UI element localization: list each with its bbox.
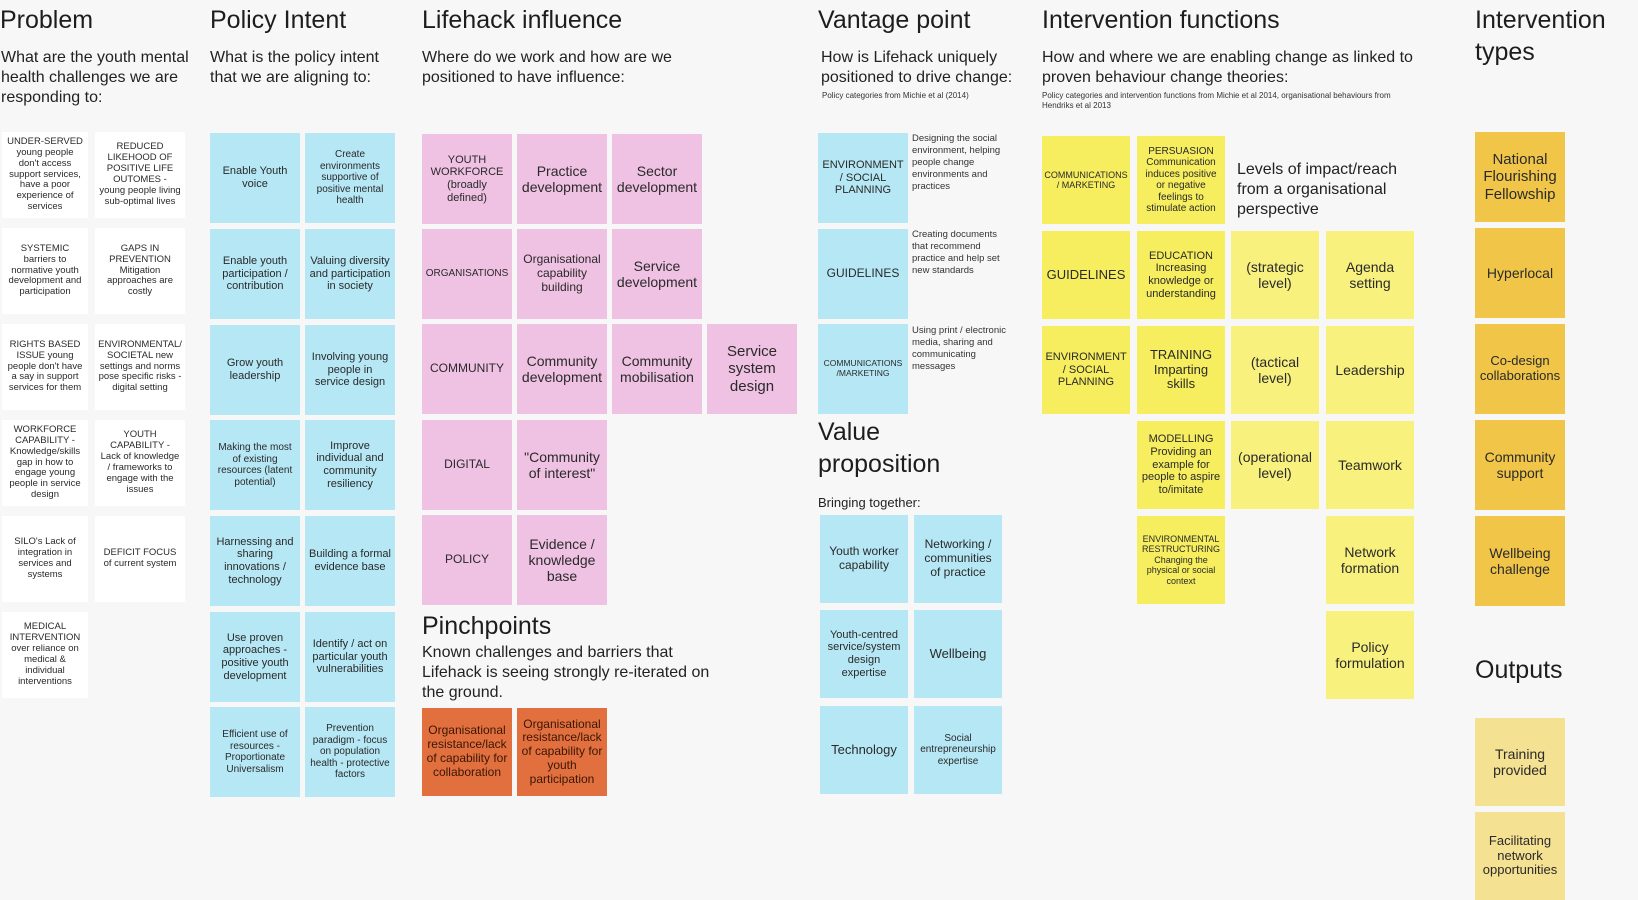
pinchpoint-note[interactable]: Organisational resistance/lack of capabi… — [517, 708, 607, 796]
type-note[interactable]: Hyperlocal — [1475, 228, 1565, 318]
function-note[interactable]: (strategic level) — [1231, 231, 1319, 319]
policy-note[interactable]: Enable Youth voice — [210, 133, 300, 223]
influence-note[interactable]: Community mobilisation — [612, 324, 702, 414]
problem-note[interactable]: RIGHTS BASED ISSUE young people don't ha… — [2, 324, 88, 410]
problem-note[interactable]: DEFICIT FOCUS of current system — [95, 516, 185, 602]
problem-note[interactable]: YOUTH CAPABILITY - Lack of knowledge / f… — [95, 420, 185, 506]
problem-title: Problem — [0, 6, 94, 34]
function-note[interactable]: (operational level) — [1231, 421, 1319, 509]
problem-note[interactable]: REDUCED LIKEHOOD OF POSITIVE LIFE OUTOME… — [95, 132, 185, 218]
problem-note[interactable]: UNDER-SERVED young people don't access s… — [2, 132, 88, 218]
influence-note[interactable]: COMMUNITY — [422, 324, 512, 414]
function-note[interactable]: Policy formulation — [1326, 611, 1414, 699]
problem-note[interactable]: GAPS IN PREVENTION Mitigation approaches… — [95, 228, 185, 314]
problem-note[interactable]: SYSTEMIC barriers to normative youth dev… — [2, 228, 88, 314]
influence-note[interactable]: Organisational capability building — [517, 229, 607, 319]
vantage-description: Creating documents that recommend practi… — [912, 229, 1000, 276]
policy-note[interactable]: Involving young people in service design — [305, 325, 395, 415]
type-note[interactable]: National Flourishing Fellowship — [1475, 132, 1565, 222]
pinchpoints-subtitle: Known challenges and barriers that Lifeh… — [422, 644, 710, 701]
output-note[interactable]: Facilitating network opportunities — [1475, 812, 1565, 900]
influence-note[interactable]: POLICY — [422, 515, 512, 605]
policy-note[interactable]: Identify / act on particular youth vulne… — [305, 612, 395, 702]
function-note[interactable]: PERSUASION Communication induces positiv… — [1137, 136, 1225, 224]
value-note[interactable]: Wellbeing — [914, 610, 1002, 698]
influence-note[interactable]: Service development — [612, 229, 702, 319]
policy-subtitle: What is the policy intent that we are al… — [210, 49, 379, 86]
function-note[interactable]: COMMUNICATIONS / MARKETING — [1042, 136, 1130, 224]
influence-note[interactable]: "Community of interest" — [517, 420, 607, 510]
policy-note[interactable]: Valuing diversity and participation in s… — [305, 229, 395, 319]
vantage-title: Vantage point — [818, 6, 971, 34]
function-note[interactable]: (tactical level) — [1231, 326, 1319, 414]
problem-note[interactable]: WORKFORCE CAPABILITY - Knowledge/skills … — [2, 420, 88, 506]
problem-subtitle: What are the youth mental health challen… — [1, 49, 189, 106]
type-note[interactable]: Community support — [1475, 420, 1565, 510]
influence-subtitle: Where do we work and how are we position… — [422, 49, 672, 86]
function-note[interactable]: MODELLING Providing an example for peopl… — [1137, 421, 1225, 509]
problem-note[interactable]: ENVIRONMENTAL/ SOCIETAL new settings and… — [95, 324, 185, 410]
problem-note[interactable]: SILO's Lack of integration in services a… — [2, 516, 88, 602]
policy-note[interactable]: Making the most of existing resources (l… — [210, 420, 300, 510]
function-note[interactable]: Teamwork — [1326, 421, 1414, 509]
policy-note[interactable]: Efficient use of resources - Proportiona… — [210, 707, 300, 797]
influence-note[interactable]: ORGANISATIONS — [422, 229, 512, 319]
functions-subtitle: How and where we are enabling change as … — [1042, 49, 1413, 86]
influence-note[interactable]: DIGITAL — [422, 420, 512, 510]
functions-footnote: Policy categories and intervention funct… — [1042, 91, 1391, 110]
output-note[interactable]: Training provided — [1475, 718, 1565, 806]
function-note[interactable]: Network formation — [1326, 516, 1414, 604]
vantage-subtitle: How is Lifehack uniquely positioned to d… — [821, 49, 1013, 86]
function-note[interactable]: ENVIRONMENTAL RESTRUCTURING Changing the… — [1137, 516, 1225, 604]
function-note[interactable]: GUIDELINES — [1042, 231, 1130, 319]
policy-note[interactable]: Enable youth participation / contributio… — [210, 229, 300, 319]
function-note[interactable]: Agenda setting — [1326, 231, 1414, 319]
value-note[interactable]: Youth worker capability — [820, 515, 908, 603]
function-note[interactable]: TRAINING Imparting skills — [1137, 326, 1225, 414]
policy-note[interactable]: Building a formal evidence base — [305, 516, 395, 606]
influence-title: Lifehack influence — [422, 6, 623, 34]
functions-title: Intervention functions — [1042, 6, 1280, 34]
policy-title: Policy Intent — [210, 6, 347, 34]
problem-note[interactable]: MEDICAL INTERVENTION over reliance on me… — [2, 612, 88, 698]
value-note[interactable]: Networking / communities of practice — [914, 515, 1002, 603]
value-subtitle: Bringing together: — [818, 495, 921, 510]
vantage-description: Using print / electronic media, sharing … — [912, 325, 1006, 372]
policy-note[interactable]: Harnessing and sharing innovations / tec… — [210, 516, 300, 606]
vantage-footnote: Policy categories from Michie et al (201… — [822, 91, 969, 100]
outputs-title: Outputs — [1475, 656, 1563, 684]
influence-note[interactable]: Sector development — [612, 134, 702, 224]
value-note[interactable]: Social entrepreneurship expertise — [914, 706, 1002, 794]
policy-note[interactable]: Improve individual and community resilie… — [305, 420, 395, 510]
pinchpoint-note[interactable]: Organisational resistance/lack of capabi… — [422, 708, 512, 796]
function-note[interactable]: EDUCATION Increasing knowledge or unders… — [1137, 231, 1225, 319]
type-note[interactable]: Wellbeing challenge — [1475, 516, 1565, 606]
policy-note[interactable]: Use proven approaches - positive youth d… — [210, 612, 300, 702]
policy-note[interactable]: Prevention paradigm - focus on populatio… — [305, 707, 395, 797]
vantage-note[interactable]: COMMUNICATIONS /MARKETING — [818, 324, 908, 414]
vantage-note[interactable]: ENVIRONMENT / SOCIAL PLANNING — [818, 133, 908, 223]
vantage-description: Designing the social environment, helpin… — [912, 133, 1001, 192]
function-note[interactable]: Leadership — [1326, 326, 1414, 414]
value-note[interactable]: Technology — [820, 706, 908, 794]
policy-note[interactable]: Create environments supportive of positi… — [305, 133, 395, 223]
policy-note[interactable]: Grow youth leadership — [210, 325, 300, 415]
influence-note[interactable]: Practice development — [517, 134, 607, 224]
value-title: Value proposition — [818, 418, 941, 478]
influence-note[interactable]: Community development — [517, 324, 607, 414]
value-note[interactable]: Youth-centred service/system design expe… — [820, 610, 908, 698]
influence-note[interactable]: Service system design — [707, 324, 797, 414]
types-title: Intervention types — [1475, 6, 1606, 66]
vantage-note[interactable]: GUIDELINES — [818, 229, 908, 319]
influence-note[interactable]: YOUTH WORKFORCE (broadly defined) — [422, 134, 512, 224]
levels-label: Levels of impact/reach from a organisati… — [1237, 161, 1398, 218]
function-note[interactable]: ENVIRONMENT / SOCIAL PLANNING — [1042, 326, 1130, 414]
pinchpoints-title: Pinchpoints — [422, 612, 552, 640]
influence-note[interactable]: Evidence / knowledge base — [517, 515, 607, 605]
type-note[interactable]: Co-design collaborations — [1475, 324, 1565, 414]
